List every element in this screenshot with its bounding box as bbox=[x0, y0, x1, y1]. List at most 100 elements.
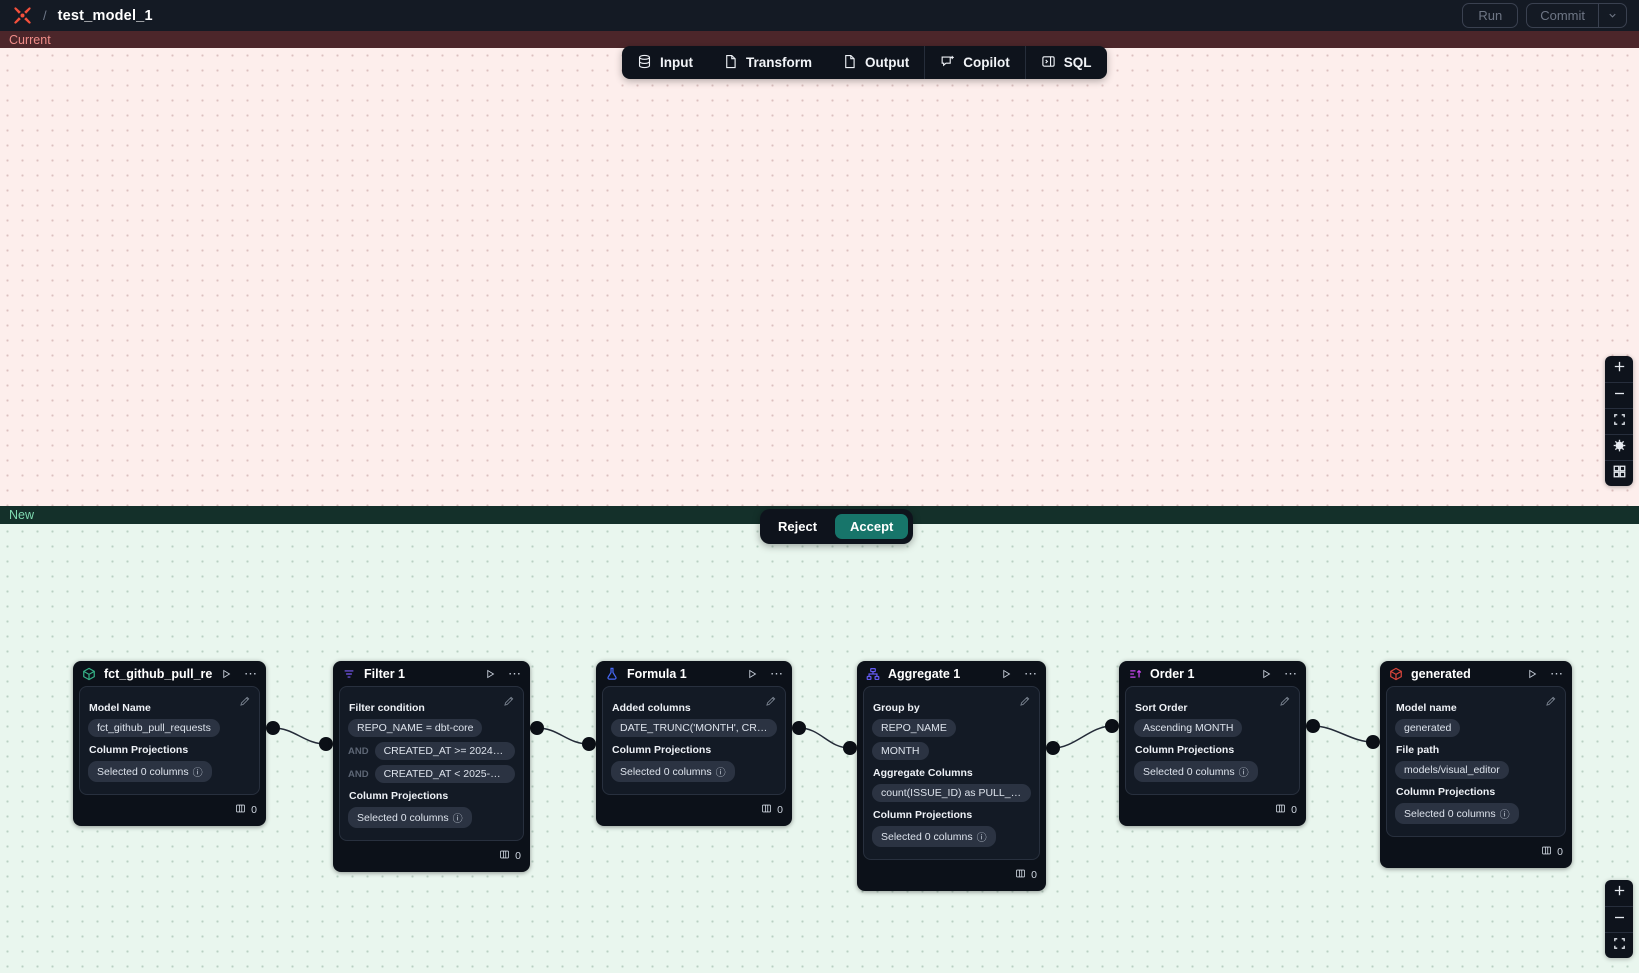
zoom-in-icon bbox=[1612, 883, 1627, 903]
zoom-in-button[interactable] bbox=[1605, 880, 1633, 906]
info-icon[interactable]: ⓘ bbox=[1238, 768, 1249, 779]
edit-icon[interactable] bbox=[1279, 694, 1291, 712]
info-icon[interactable]: ⓘ bbox=[192, 768, 203, 779]
node-run-button[interactable] bbox=[484, 668, 496, 680]
zoom-controls-current bbox=[1605, 356, 1633, 486]
commit-dropdown-button[interactable] bbox=[1598, 4, 1626, 27]
copilot-icon bbox=[940, 54, 955, 72]
node-header: Aggregate 1 ⋯ bbox=[857, 661, 1046, 686]
edit-icon[interactable] bbox=[239, 694, 251, 712]
node-menu-button[interactable]: ⋯ bbox=[508, 666, 521, 681]
pill-text: CREATED_AT >= 2024-12-01 bbox=[383, 745, 506, 757]
accept-button[interactable]: Accept bbox=[835, 514, 909, 539]
commit-split-button[interactable]: Commit bbox=[1526, 3, 1627, 28]
info-icon[interactable]: ⓘ bbox=[1499, 810, 1510, 821]
node-run-button[interactable] bbox=[220, 668, 232, 680]
cube-icon bbox=[82, 667, 96, 681]
toolbar-item-copilot[interactable]: Copilot bbox=[925, 46, 1025, 79]
zoom-out-icon bbox=[1612, 386, 1627, 406]
section-label: Aggregate Columns bbox=[873, 767, 973, 779]
node-run-button[interactable] bbox=[1526, 668, 1538, 680]
canvas-current[interactable] bbox=[0, 48, 1639, 506]
pill-text: REPO_NAME bbox=[881, 722, 947, 734]
pill-row: REPO_NAME bbox=[872, 719, 1031, 737]
zoom-in-button[interactable] bbox=[1605, 356, 1633, 382]
zoom-out-button[interactable] bbox=[1605, 382, 1633, 408]
sort-icon bbox=[1128, 667, 1142, 681]
edit-icon[interactable] bbox=[765, 694, 777, 712]
edit-icon[interactable] bbox=[1545, 694, 1557, 712]
node-run-button[interactable] bbox=[1260, 668, 1272, 680]
row-count: 0 bbox=[251, 804, 257, 816]
node-menu-button[interactable]: ⋯ bbox=[1550, 666, 1563, 681]
row-count: 0 bbox=[777, 804, 783, 816]
value-pill: fct_github_pull_requests bbox=[88, 719, 220, 737]
app-logo-icon[interactable] bbox=[12, 6, 32, 26]
info-icon[interactable]: ⓘ bbox=[452, 814, 463, 825]
fit-view-icon bbox=[1612, 936, 1627, 956]
node-menu-button[interactable]: ⋯ bbox=[1284, 666, 1297, 681]
node-menu-button[interactable]: ⋯ bbox=[244, 666, 257, 681]
app-header: / test_model_1 Run Commit bbox=[0, 0, 1639, 31]
pill-text: fct_github_pull_requests bbox=[97, 722, 211, 734]
node-footer: 0 bbox=[333, 841, 530, 872]
chevron-down-icon bbox=[1609, 13, 1616, 18]
breadcrumb-separator: / bbox=[43, 8, 47, 23]
tidy-grid-button[interactable] bbox=[1605, 460, 1633, 486]
section-label: File path bbox=[1396, 744, 1440, 756]
fit-view-button[interactable] bbox=[1605, 408, 1633, 434]
value-pill: REPO_NAME = dbt-core bbox=[348, 719, 483, 737]
toolbar-item-label: Transform bbox=[746, 55, 813, 70]
toolbar-divider bbox=[1024, 46, 1026, 79]
pill-row: REPO_NAME = dbt-core bbox=[348, 719, 515, 737]
toolbar-item-output[interactable]: Output bbox=[827, 46, 924, 79]
node-run-button[interactable] bbox=[746, 668, 758, 680]
section-label: Model name bbox=[1396, 702, 1457, 714]
node-menu-button[interactable]: ⋯ bbox=[770, 666, 783, 681]
toolbar-item-label: Output bbox=[865, 55, 910, 70]
node-menu-button[interactable]: ⋯ bbox=[1024, 666, 1037, 681]
commit-button[interactable]: Commit bbox=[1540, 8, 1585, 23]
info-icon[interactable]: ⓘ bbox=[715, 768, 726, 779]
edit-icon[interactable] bbox=[1019, 694, 1031, 712]
zoom-out-button[interactable] bbox=[1605, 906, 1633, 932]
row-count: 0 bbox=[1291, 804, 1297, 816]
toolbar-item-sql[interactable]: SQL bbox=[1026, 46, 1107, 79]
pill-text: REPO_NAME = dbt-core bbox=[357, 722, 474, 734]
toolbar-item-label: Copilot bbox=[963, 55, 1010, 70]
toolbar-item-transform[interactable]: Transform bbox=[708, 46, 827, 79]
focus-button[interactable] bbox=[1605, 434, 1633, 460]
node-source[interactable]: fct_github_pull_requests⋯Model Namefct_g… bbox=[73, 661, 266, 826]
reject-button[interactable]: Reject bbox=[765, 514, 830, 539]
node-title: Aggregate 1 bbox=[888, 667, 961, 681]
node-title: Formula 1 bbox=[627, 667, 687, 681]
fit-view-button[interactable] bbox=[1605, 932, 1633, 958]
run-button[interactable]: Run bbox=[1462, 3, 1519, 28]
panel-icon bbox=[1041, 54, 1056, 72]
node-title: Filter 1 bbox=[364, 667, 405, 681]
node-run-button[interactable] bbox=[1000, 668, 1012, 680]
edit-icon[interactable] bbox=[503, 694, 515, 712]
pill-row: generated bbox=[1395, 719, 1557, 737]
toolbar-item-input[interactable]: Input bbox=[622, 46, 708, 79]
tidy-grid-icon bbox=[1612, 464, 1627, 484]
section-label: Column Projections bbox=[873, 809, 973, 821]
info-icon[interactable]: ⓘ bbox=[976, 833, 987, 844]
node-title: generated bbox=[1411, 667, 1471, 681]
section-label: Filter condition bbox=[349, 702, 425, 714]
